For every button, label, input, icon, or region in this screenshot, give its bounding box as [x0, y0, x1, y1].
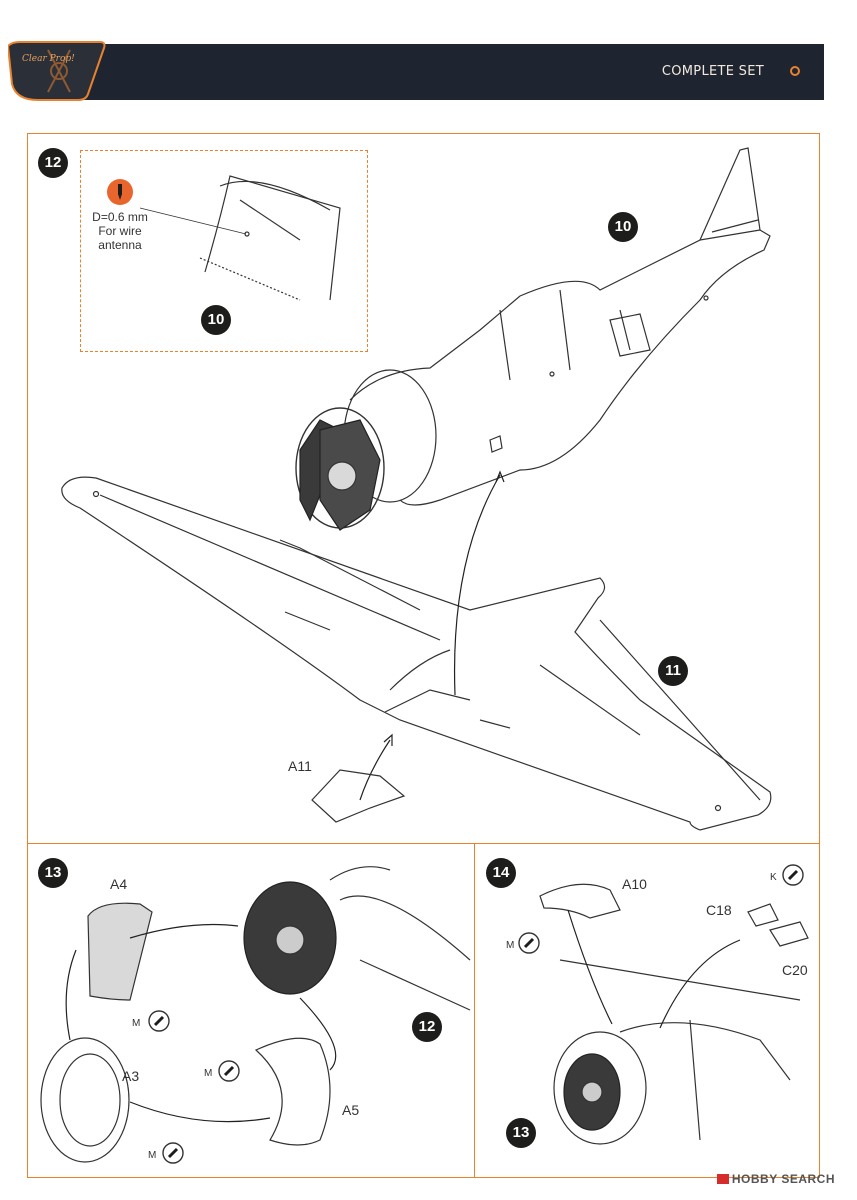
label-a11: A11	[288, 758, 312, 774]
drill-note-diameter: D=0.6 mm	[92, 210, 148, 224]
step-12-marker: 12	[38, 148, 68, 178]
panel14-ref-marker: 13	[506, 1118, 536, 1148]
instruction-frame	[27, 133, 820, 1178]
logo-text: Clear Prop!	[22, 54, 75, 64]
label-a4: A4	[110, 876, 128, 892]
header-background	[8, 41, 824, 101]
part-c18	[747, 903, 779, 927]
drill-icon	[107, 179, 133, 205]
label-a3: A3	[122, 1068, 140, 1084]
label-c20: C20	[782, 962, 808, 978]
step-14-marker: 14	[486, 858, 516, 888]
header-title: COMPLETE SET	[661, 64, 764, 79]
step-13-marker: 13	[38, 858, 68, 888]
glue-icon	[518, 932, 540, 954]
watermark: HOBBY SEARCH	[716, 1172, 835, 1186]
fuselage-ref-marker: 10	[608, 212, 638, 242]
glue-icon	[782, 864, 804, 886]
glue-label-a5: M	[204, 1068, 213, 1079]
wing-outline	[61, 476, 772, 831]
label-a5: A5	[342, 1102, 360, 1118]
glue-label-c18: K	[770, 872, 777, 883]
glue-label-a10: M	[506, 940, 515, 951]
part-c20	[769, 921, 809, 947]
glue-label-a4: M	[132, 1018, 141, 1029]
fuselage-outline	[349, 147, 771, 506]
part-a3	[40, 1037, 130, 1163]
glue-icon	[148, 1010, 170, 1032]
part-a4	[87, 902, 153, 1001]
watermark-logo-icon	[716, 1174, 729, 1184]
panel13-ref-marker: 12	[412, 1012, 442, 1042]
frame-divider-horizontal	[27, 843, 820, 844]
header-bar: Clear Prop! COMPLETE SET	[8, 40, 824, 104]
watermark-text: HOBBY SEARCH	[731, 1172, 835, 1186]
label-c18: C18	[706, 902, 732, 918]
label-a10: A10	[622, 876, 647, 892]
part-a5	[254, 1037, 331, 1146]
drill-note-purpose: For wire	[98, 224, 142, 238]
engine-14	[553, 1031, 647, 1145]
inset-ref-marker: 10	[201, 305, 231, 335]
frame-divider-vertical	[474, 843, 475, 1178]
drill-note-antenna: antenna	[98, 238, 142, 252]
drill-note: D=0.6 mm For wire antenna	[82, 210, 158, 252]
detail-inset	[80, 150, 368, 352]
glue-label-a3: M	[148, 1150, 157, 1161]
wing-ref-marker: 11	[658, 656, 688, 686]
glue-icon	[162, 1142, 184, 1164]
glue-icon	[218, 1060, 240, 1082]
part-a10	[539, 883, 621, 919]
part-a11	[311, 769, 406, 823]
